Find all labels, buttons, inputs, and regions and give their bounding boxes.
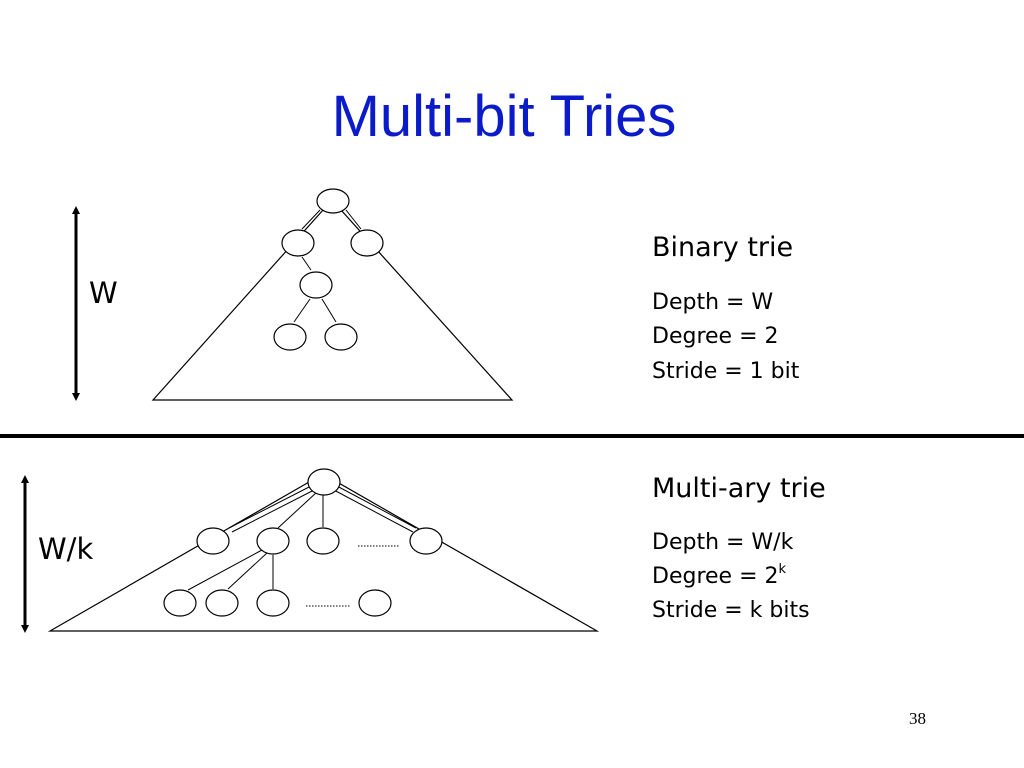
trie-node [316,188,350,214]
binary-height-label: W [89,276,118,310]
multiary-trie-stride: Stride = k bits [652,598,810,623]
binary-trie-degree: Degree = 2 [652,324,779,349]
trie-node [324,323,358,351]
trie-node [281,229,315,257]
trie-node [205,589,239,617]
multiary-trie-triangle [47,473,600,632]
trie-edge [301,209,321,230]
binary-trie-depth: Depth = W [652,290,774,315]
trie-edge [277,491,318,529]
multiary-trie-degree: Degree = 2k [652,562,787,589]
trie-edge [227,552,268,590]
trie-node [358,589,392,617]
multiary-trie [47,468,600,632]
trie-node [273,323,307,351]
trie-edge [334,484,417,529]
trie-node [307,468,341,496]
trie-node [306,527,340,555]
multiary-height-label: W/k [38,532,94,566]
multiary-trie-heading: Multi-ary trie [652,473,826,504]
trie-node [163,589,197,617]
trie-edge [331,488,414,533]
binary-trie-triangle [151,199,514,401]
trie-edge [293,298,311,323]
trie-edge [301,256,312,271]
slide-title: Multi-bit Tries [331,84,677,149]
trie-edge [228,484,314,529]
binary-trie-heading: Binary trie [652,232,794,263]
multiary-trie-depth: Depth = W/k [652,530,794,555]
degree-prefix: Degree = 2 [652,564,779,589]
trie-node [350,229,384,257]
binary-trie-stride: Stride = 1 bit [652,359,800,384]
trie-edge [321,298,337,323]
trie-node [409,527,443,555]
trie-edge [345,209,362,230]
trie-edge [187,549,263,591]
degree-exponent: k [778,562,787,577]
trie-node [256,527,290,555]
trie-edge [231,488,317,533]
trie-node [196,527,230,555]
trie-node [299,271,333,299]
page-number: 38 [909,709,926,728]
trie-node [256,589,290,617]
binary-trie [151,188,514,401]
